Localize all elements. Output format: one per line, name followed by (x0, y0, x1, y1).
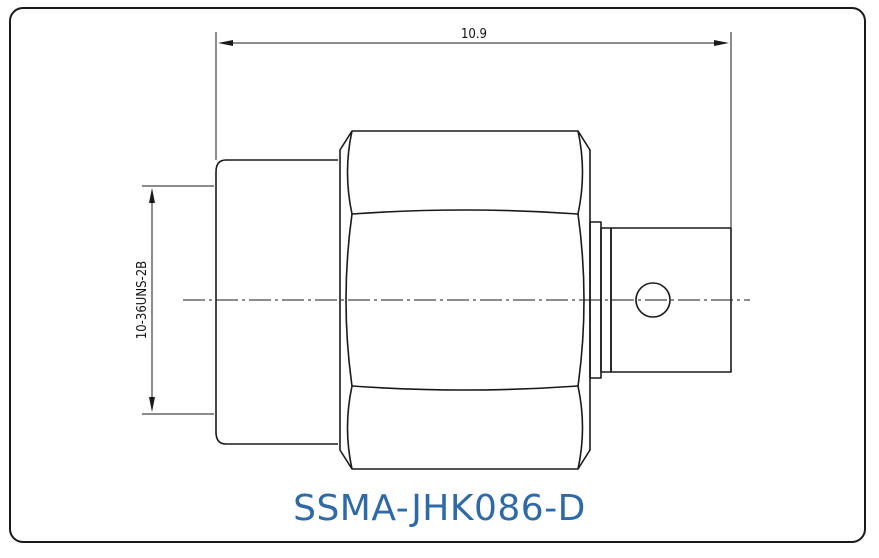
solder-hole (635, 282, 671, 318)
length-dimension-label: 10.9 (461, 27, 487, 42)
part-number: SSMA-JHK086-D (293, 488, 586, 529)
thread-dimension: 10-36UNS-2B (135, 185, 214, 415)
thread-dimension-label: 10-36UNS-2B (135, 261, 150, 339)
length-dimension: 10.9 (215, 27, 732, 370)
arrowhead-left-icon (218, 40, 233, 46)
arrowhead-right-icon (714, 40, 729, 46)
arrowhead-up-icon (149, 188, 155, 203)
arrowhead-down-icon (149, 397, 155, 412)
left-barrel (215, 159, 338, 445)
